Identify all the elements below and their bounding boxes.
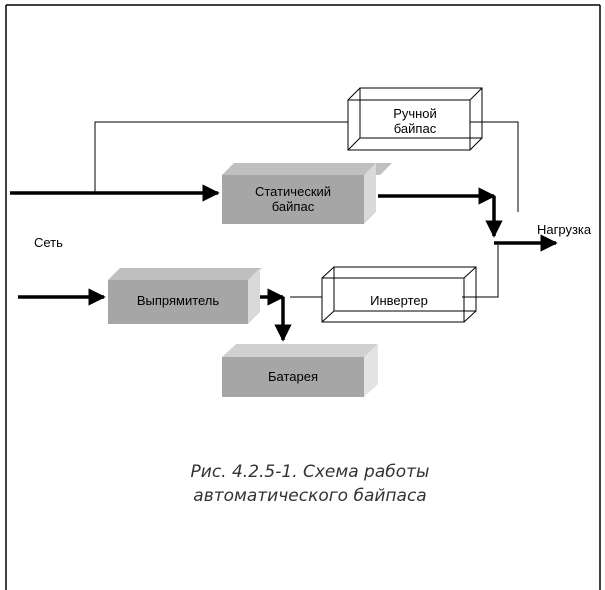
load-label: Нагрузка bbox=[537, 222, 592, 237]
manual-bypass-block bbox=[347, 87, 483, 151]
manual-bypass-line-out bbox=[470, 121, 519, 212]
manual-bypass-label: Ручной байпас bbox=[360, 106, 470, 136]
figure-caption-line2: автоматического байпаса bbox=[193, 486, 427, 506]
rectifier-block bbox=[108, 268, 262, 324]
static-bypass-label-line1: Статический bbox=[254, 184, 332, 199]
figure-caption: Рис. 4.2.5-1. Схема работы автоматическо… bbox=[120, 460, 500, 508]
rectifier-label: Выпрямитель bbox=[136, 293, 220, 308]
manual-bypass-line bbox=[94, 121, 348, 193]
static-bypass-label-line2: байпас bbox=[271, 199, 315, 214]
inverter-block bbox=[321, 266, 477, 323]
figure-caption-line1: Рис. 4.2.5-1. Схема работы bbox=[190, 462, 430, 482]
static-bypass-block bbox=[222, 163, 392, 224]
static-bypass-label: Статический байпас bbox=[222, 184, 364, 214]
mains-label: Сеть bbox=[34, 235, 63, 250]
inverter-output-line bbox=[462, 245, 499, 298]
manual-bypass-label-line1: Ручной bbox=[393, 106, 437, 121]
manual-bypass-label-line2: байпас bbox=[393, 121, 437, 136]
battery-label: Батарея bbox=[267, 369, 318, 384]
inverter-label: Инвертер bbox=[370, 293, 428, 308]
battery-block bbox=[222, 344, 378, 397]
